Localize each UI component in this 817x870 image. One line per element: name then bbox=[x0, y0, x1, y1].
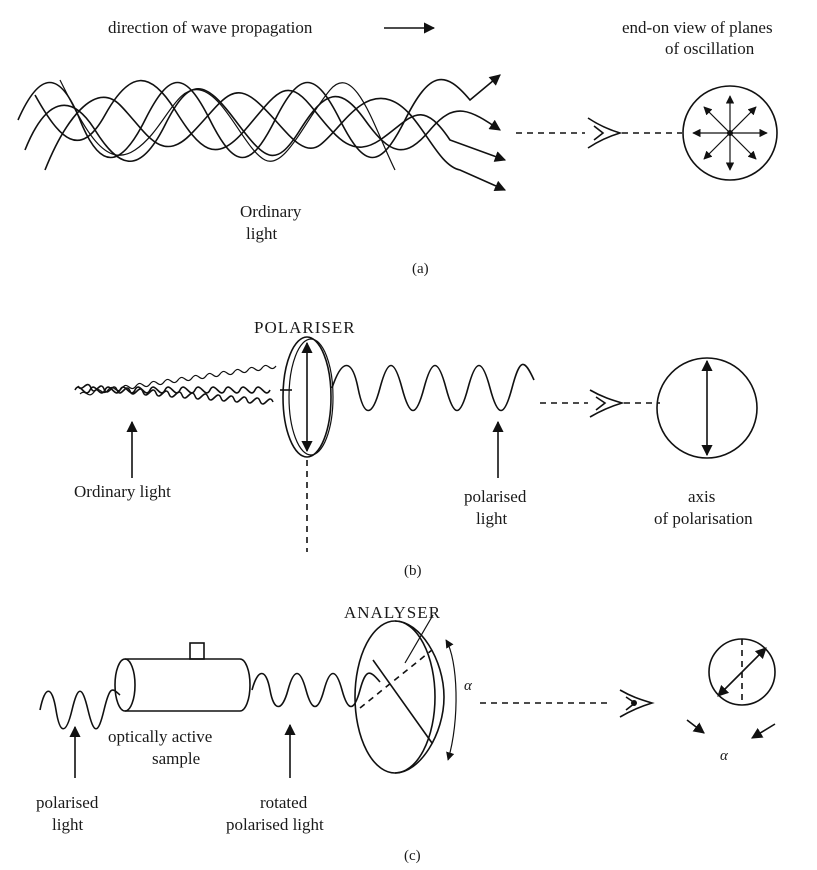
optically-active-sample bbox=[114, 642, 251, 712]
analyser-disc bbox=[354, 614, 445, 774]
polarised-light-label-line1: polarised bbox=[464, 487, 527, 506]
rotated-label-line2: polarised light bbox=[226, 815, 324, 834]
polarised-light-label-line2: light bbox=[476, 509, 507, 528]
axis-of-polarisation-circle bbox=[656, 357, 758, 459]
eye-icon bbox=[619, 689, 655, 718]
ordinary-light-label-line1: Ordinary bbox=[240, 202, 302, 221]
end-view-label-line2: of oscillation bbox=[665, 39, 755, 58]
direction-label: direction of wave propagation bbox=[108, 18, 313, 37]
panel-b: POLARISER Ordinary bbox=[74, 318, 758, 579]
rotated-axis-circle bbox=[686, 638, 776, 739]
panel-c: ANALYSER α bbox=[36, 603, 776, 864]
axis-label-line1: axis bbox=[688, 487, 715, 506]
alpha-symbol-analyser: α bbox=[464, 678, 473, 694]
eye-icon bbox=[589, 389, 625, 418]
rotated-label-line1: rotated bbox=[260, 793, 308, 812]
incoming-polarised-wave bbox=[39, 689, 121, 730]
polariser-label: POLARISER bbox=[254, 318, 356, 337]
ordinary-light-waves bbox=[17, 74, 507, 192]
eye-icon bbox=[587, 117, 623, 149]
polarised-light-wave bbox=[331, 363, 535, 412]
end-on-view-circle bbox=[682, 85, 778, 181]
alpha-symbol-end-view: α bbox=[720, 748, 729, 764]
ordinary-light-label-line2: light bbox=[246, 224, 277, 243]
alpha-arc bbox=[445, 639, 457, 761]
sample-label-line1: optically active bbox=[108, 727, 212, 746]
end-view-label-line1: end-on view of planes bbox=[622, 18, 773, 37]
caption-a: (a) bbox=[412, 261, 429, 277]
panel-a: direction of wave propagation end-on vie… bbox=[17, 18, 778, 277]
caption-c: (c) bbox=[404, 848, 421, 864]
polarised-light-c-line1: polarised bbox=[36, 793, 99, 812]
ordinary-light-label: Ordinary light bbox=[74, 482, 171, 501]
axis-label-line2: of polarisation bbox=[654, 509, 753, 528]
ordinary-light-scribble bbox=[74, 364, 292, 405]
analyser-label: ANALYSER bbox=[344, 603, 441, 622]
polarised-light-c-line2: light bbox=[52, 815, 83, 834]
polariser-disc bbox=[282, 336, 334, 458]
rotated-polarised-wave bbox=[251, 672, 381, 708]
caption-b: (b) bbox=[404, 563, 422, 579]
sample-label-line2: sample bbox=[152, 749, 200, 768]
